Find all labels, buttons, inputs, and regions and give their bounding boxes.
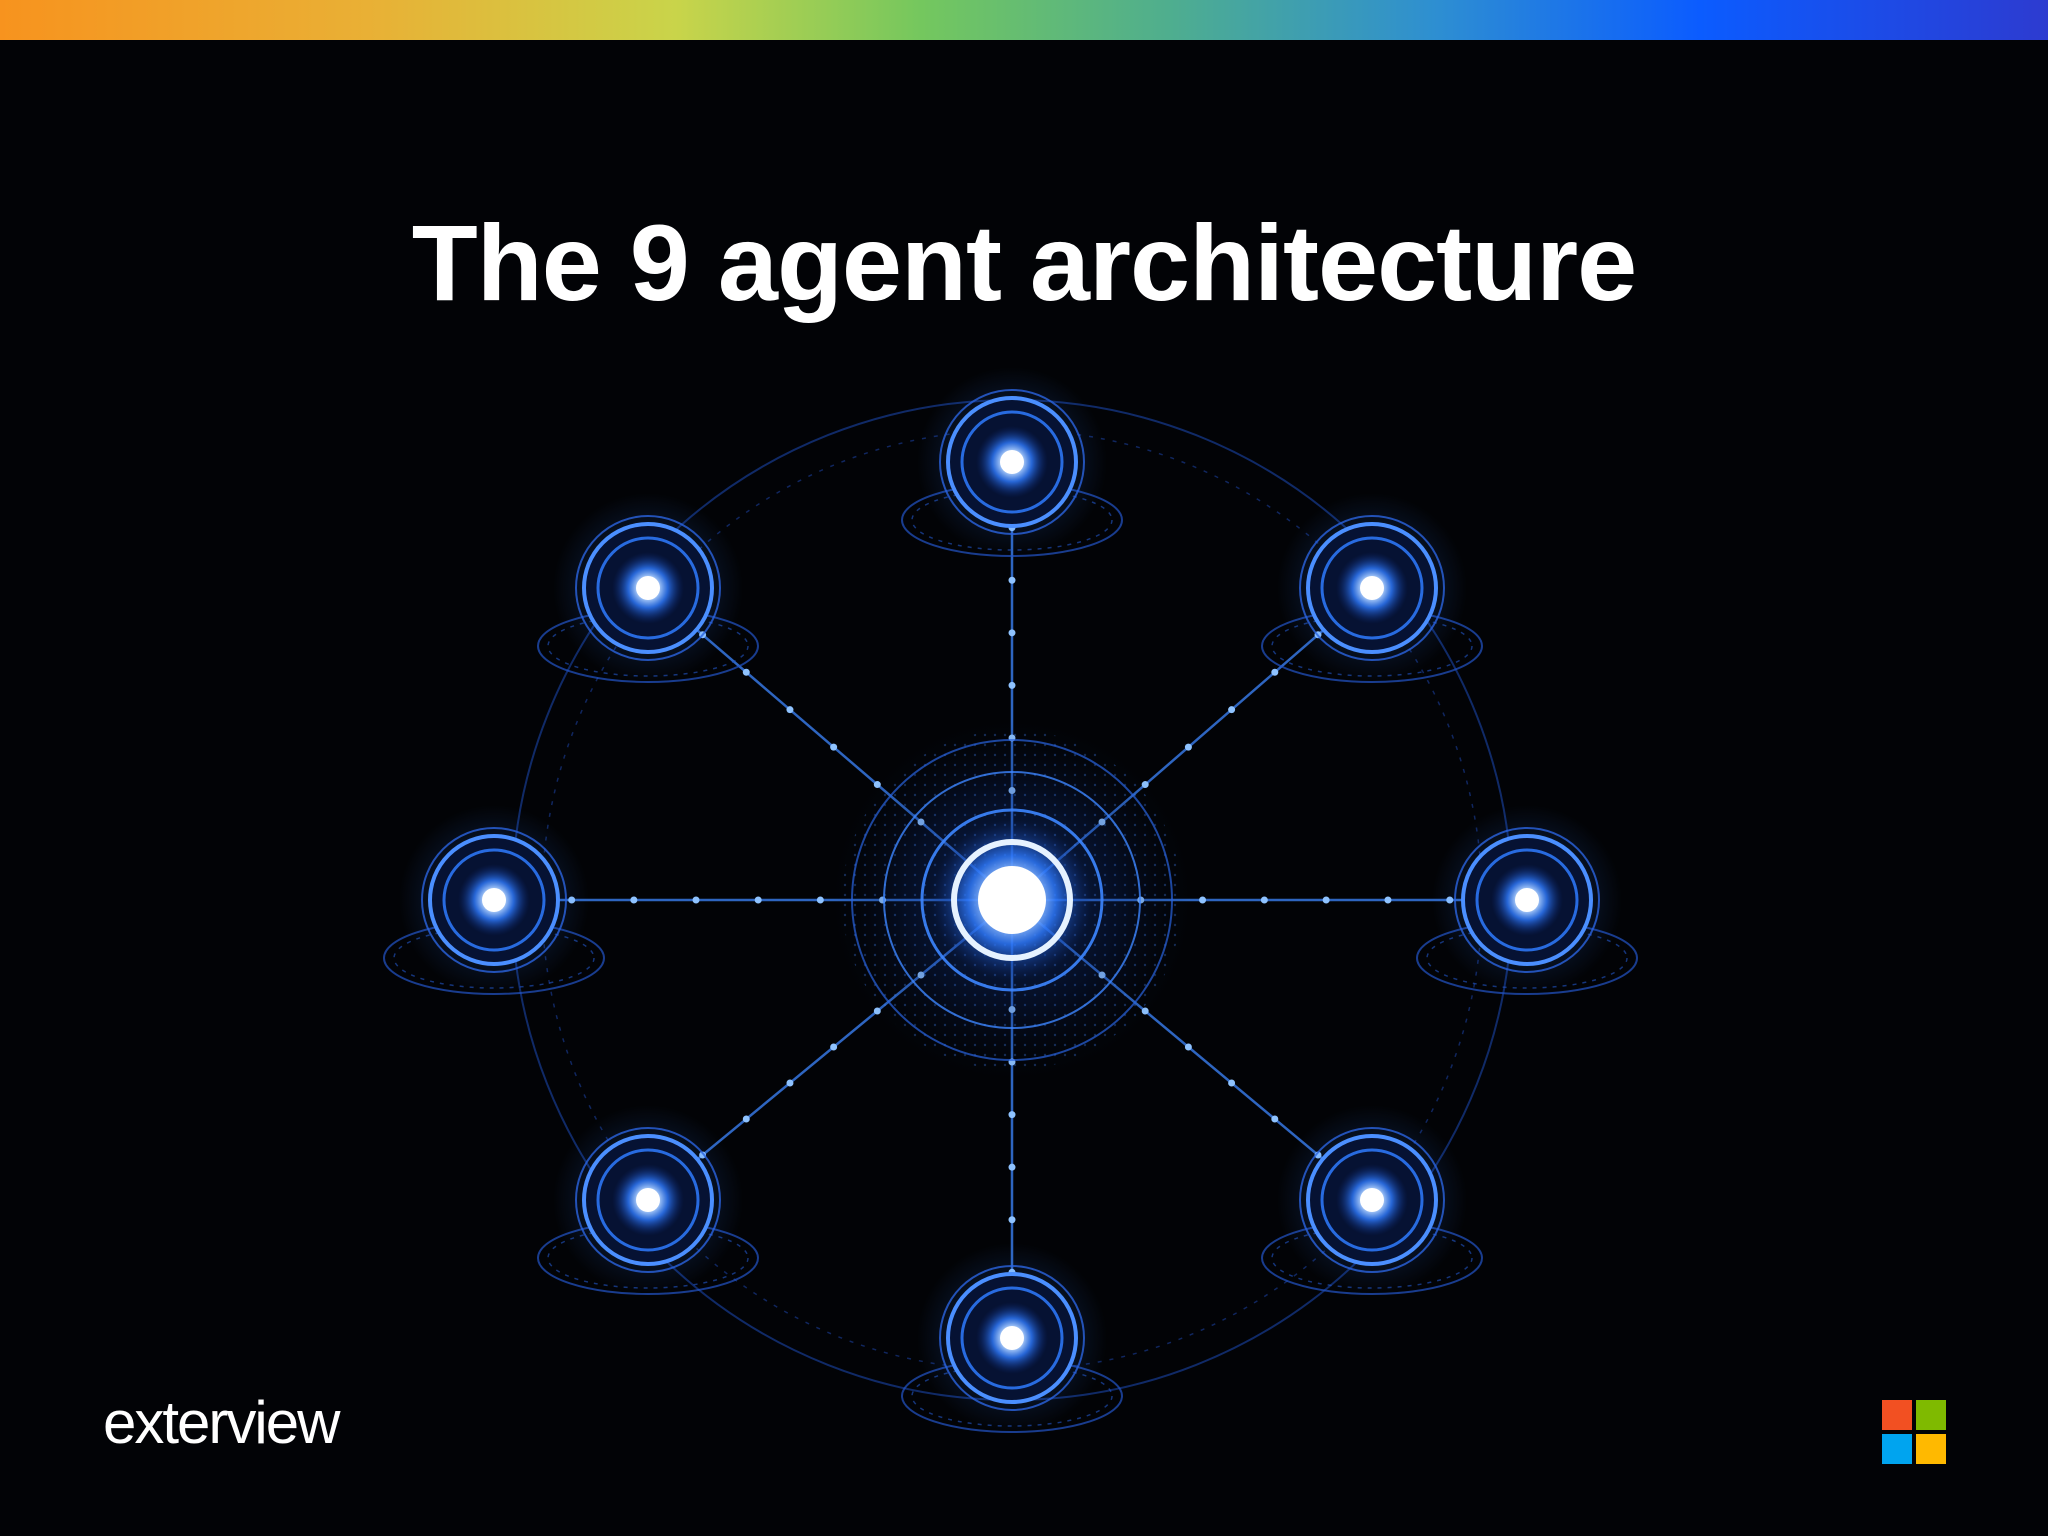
spoke-dot bbox=[1271, 1115, 1279, 1123]
spoke-dot bbox=[1184, 1043, 1192, 1051]
microsoft-logo bbox=[1882, 1400, 1946, 1464]
exterview-logo: exterview bbox=[103, 1389, 340, 1456]
microsoft-logo-blue-square bbox=[1882, 1434, 1912, 1464]
microsoft-logo-yellow-square bbox=[1916, 1434, 1946, 1464]
satellite-node bbox=[537, 493, 759, 683]
page-title: The 9 agent architecture bbox=[411, 202, 1637, 323]
spoke-dot bbox=[1228, 706, 1236, 714]
spoke-dot bbox=[1008, 629, 1016, 637]
spoke-dot bbox=[830, 1043, 838, 1051]
spoke-dot bbox=[786, 1079, 794, 1087]
spoke-dot bbox=[1199, 896, 1207, 904]
microsoft-logo-green-square bbox=[1916, 1400, 1946, 1430]
spoke-dot bbox=[1008, 1163, 1016, 1171]
spoke-dot bbox=[1260, 896, 1268, 904]
spoke-dot bbox=[1184, 743, 1192, 751]
spoke-dot bbox=[742, 668, 750, 676]
spoke-dot bbox=[1008, 1216, 1016, 1224]
satellite-node bbox=[537, 1105, 759, 1295]
satellite-node bbox=[1261, 493, 1483, 683]
spoke-dot bbox=[742, 1115, 750, 1123]
satellite-node bbox=[1261, 1105, 1483, 1295]
spoke-dot bbox=[1228, 1079, 1236, 1087]
satellite-node bbox=[383, 805, 605, 995]
spoke-dot bbox=[1322, 896, 1330, 904]
spoke-dot bbox=[754, 896, 762, 904]
spoke-dot bbox=[830, 743, 838, 751]
spoke-dot bbox=[1008, 576, 1016, 584]
spoke-dot bbox=[1271, 668, 1279, 676]
satellite-node bbox=[901, 367, 1123, 557]
satellite-node bbox=[901, 1243, 1123, 1433]
spoke-dot bbox=[630, 896, 638, 904]
microsoft-logo-red-square bbox=[1882, 1400, 1912, 1430]
gradient-top-bar bbox=[0, 0, 2048, 40]
satellite-node bbox=[1416, 805, 1638, 995]
spoke-dot bbox=[1008, 681, 1016, 689]
spoke-dot bbox=[1384, 896, 1392, 904]
hub-node bbox=[832, 720, 1192, 1080]
spoke-dot bbox=[786, 706, 794, 714]
spoke-dot bbox=[1008, 1111, 1016, 1119]
satellite-nodes bbox=[383, 367, 1638, 1433]
spoke-dot bbox=[816, 896, 824, 904]
spoke-dot bbox=[692, 896, 700, 904]
